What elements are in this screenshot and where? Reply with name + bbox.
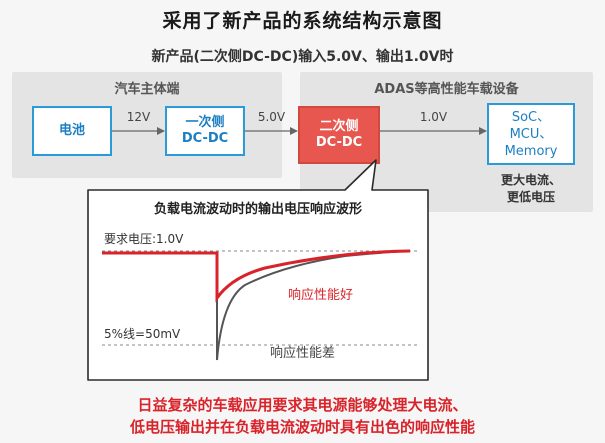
bottom-line1: 日益复杂的车载应用要求其电源能够处理大电流、: [137, 396, 468, 414]
load-note-line2: 更低电压: [506, 190, 555, 204]
battery-box: 电池: [32, 106, 112, 156]
load-line2: MCU、: [509, 126, 553, 142]
bottom-line2: 低电压输出并在负载电流波动时具有出色的响应性能: [129, 418, 475, 436]
primary-dcdc-line2: DC-DC: [181, 131, 229, 146]
primary-dcdc-line1: 一次侧: [185, 115, 225, 130]
primary-dcdc-box: 一次侧 DC-DC: [165, 106, 245, 156]
callout-title: 负载电流波动时的输出电压响应波形: [154, 201, 362, 217]
voltage-12v-label: 12V: [126, 110, 151, 124]
poor-response-label: 响应性能差: [270, 345, 335, 361]
battery-label: 电池: [58, 123, 85, 138]
bottom-summary: 日益复杂的车载应用要求其电源能够处理大电流、 低电压输出并在负载电流波动时具有出…: [0, 394, 605, 438]
secondary-dcdc-box: 二次侧 DC-DC: [298, 106, 380, 164]
good-response-curve: [102, 249, 411, 303]
voltage-5v-label: 5.0V: [257, 110, 286, 124]
threshold-label: 5%线=50mV: [104, 327, 181, 341]
page-title: 采用了新产品的系统结构示意图: [162, 10, 443, 32]
required-voltage-label: 要求电压:1.0V: [104, 232, 184, 246]
load-line1: SoC、: [511, 109, 551, 125]
voltage-1v-label: 1.0V: [419, 110, 448, 124]
good-response-label: 响应性能好: [288, 287, 353, 303]
secondary-dcdc-line2: DC-DC: [315, 135, 363, 150]
page-subtitle: 新产品(二次侧DC-DC)输入5.0V、输出1.0V时: [151, 49, 454, 65]
soc-mcu-memory-box: SoC、 MCU、 Memory: [487, 103, 575, 165]
secondary-dcdc-line1: 二次侧: [319, 119, 359, 134]
vehicle-body-label: 汽车主体端: [114, 82, 180, 97]
load-note: 更大电流、 更低电压: [487, 172, 575, 206]
adas-label: ADAS等高性能车载设备: [374, 82, 519, 97]
load-note-line1: 更大电流、: [500, 173, 561, 187]
load-line3: Memory: [504, 143, 558, 159]
